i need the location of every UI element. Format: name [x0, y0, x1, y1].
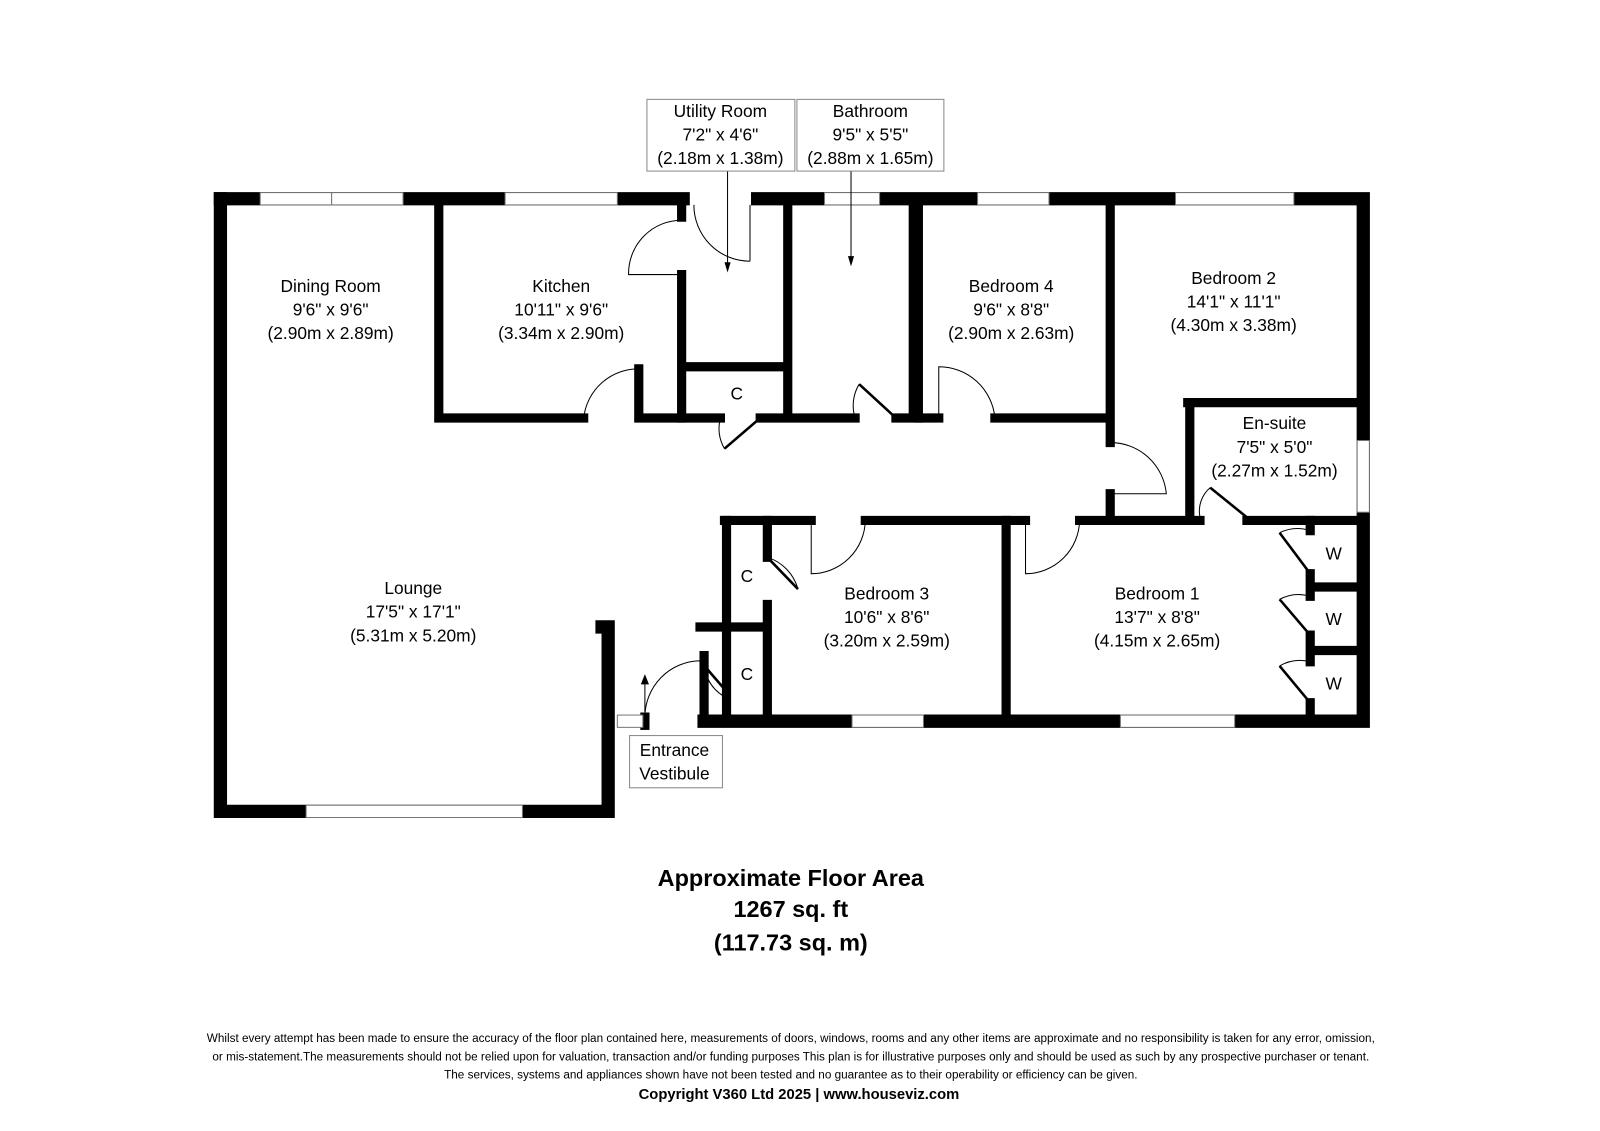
room-size-imperial: 14'1" x 11'1" [1187, 291, 1281, 311]
wardrobe-label: W [1325, 609, 1342, 629]
room-bedroom3: Bedroom 3 10'6" x 8'6" (3.20m x 2.59m) [824, 583, 950, 650]
disclaimer-line: The services, systems and appliances sho… [444, 1069, 1137, 1082]
room-name-line2: Vestibule [639, 764, 709, 784]
wardrobe-label: W [1325, 673, 1342, 693]
area-sqm: (117.73 sq. m) [714, 930, 868, 956]
disclaimer-line: or mis-statement.The measurements should… [212, 1050, 1369, 1063]
room-bedroom2: Bedroom 2 14'1" x 11'1" (4.30m x 3.38m) [1171, 268, 1297, 335]
room-name: Dining Room [280, 276, 380, 296]
cupboard-label: C [741, 566, 754, 586]
disclaimer-line: Whilst every attempt has been made to en… [207, 1032, 1375, 1045]
room-size-imperial: 9'6" x 9'6" [293, 300, 369, 320]
room-size-metric: (2.90m x 2.89m) [267, 323, 393, 343]
room-size-metric: (3.34m x 2.90m) [498, 323, 624, 343]
room-dining: Dining Room 9'6" x 9'6" (2.90m x 2.89m) [267, 276, 393, 343]
walls [213, 192, 1370, 819]
room-size-imperial: 10'6" x 8'6" [844, 607, 929, 627]
room-size-imperial: 9'5" x 5'5" [832, 124, 908, 144]
room-size-metric: (3.20m x 2.59m) [824, 630, 950, 650]
room-size-imperial: 13'7" x 8'8" [1114, 607, 1199, 627]
room-vestibule: Entrance Vestibule [629, 735, 723, 789]
windows [259, 191, 1370, 819]
room-bedroom4: Bedroom 4 9'6" x 8'8" (2.90m x 2.63m) [948, 276, 1074, 343]
room-size-imperial: 17'5" x 17'1" [366, 602, 461, 622]
room-size-imperial: 7'5" x 5'0" [1237, 437, 1313, 457]
room-ensuite: En-suite 7'5" x 5'0" (2.27m x 1.52m) [1211, 413, 1337, 480]
room-name: Bathroom [833, 101, 908, 121]
storage-markers: C C C W W W [730, 384, 1342, 694]
room-size-metric: (4.30m x 3.38m) [1171, 315, 1297, 335]
room-name: Bedroom 2 [1191, 268, 1276, 288]
room-name: Kitchen [532, 276, 590, 296]
room-name: Bedroom 4 [969, 276, 1054, 296]
room-name: Utility Room [674, 101, 767, 121]
room-size-metric: (4.15m x 2.65m) [1094, 630, 1220, 650]
room-name: En-suite [1243, 413, 1307, 433]
cupboard-label: C [741, 664, 754, 684]
room-size-metric: (2.88m x 1.65m) [807, 148, 933, 168]
room-name: Lounge [384, 578, 442, 598]
wardrobe-label: W [1325, 543, 1342, 563]
room-bathroom: Bathroom 9'5" x 5'5" (2.88m x 1.65m) [796, 98, 945, 172]
room-size-imperial: 9'6" x 8'8" [973, 300, 1049, 320]
room-size-metric: (2.90m x 2.63m) [948, 323, 1074, 343]
area-sqft: 1267 sq. ft [733, 896, 848, 922]
room-size-metric: (5.31m x 5.20m) [350, 625, 476, 645]
room-name-line1: Entrance [640, 740, 709, 760]
floor-area: Approximate Floor Area 1267 sq. ft (117.… [658, 865, 925, 956]
disclaimer: Whilst every attempt has been made to en… [207, 1032, 1375, 1103]
room-name: Bedroom 1 [1115, 583, 1200, 603]
room-utility: Utility Room 7'2" x 4'6" (2.18m x 1.38m) [646, 98, 796, 172]
cupboard-label: C [730, 384, 743, 404]
room-name: Bedroom 3 [844, 583, 929, 603]
area-title: Approximate Floor Area [658, 865, 925, 891]
room-size-imperial: 7'2" x 4'6" [682, 124, 758, 144]
doors [583, 204, 1312, 718]
room-size-metric: (2.27m x 1.52m) [1211, 460, 1337, 480]
room-size-metric: (2.18m x 1.38m) [657, 148, 783, 168]
room-size-imperial: 10'11" x 9'6" [514, 300, 608, 320]
room-bedroom1: Bedroom 1 13'7" x 8'8" (4.15m x 2.65m) [1094, 583, 1220, 650]
room-lounge: Lounge 17'5" x 17'1" (5.31m x 5.20m) [350, 578, 476, 645]
label-arrows [724, 170, 855, 273]
room-kitchen: Kitchen 10'11" x 9'6" (3.34m x 2.90m) [498, 276, 624, 343]
copyright: Copyright V360 Ltd 2025 | www.houseviz.c… [639, 1087, 960, 1103]
